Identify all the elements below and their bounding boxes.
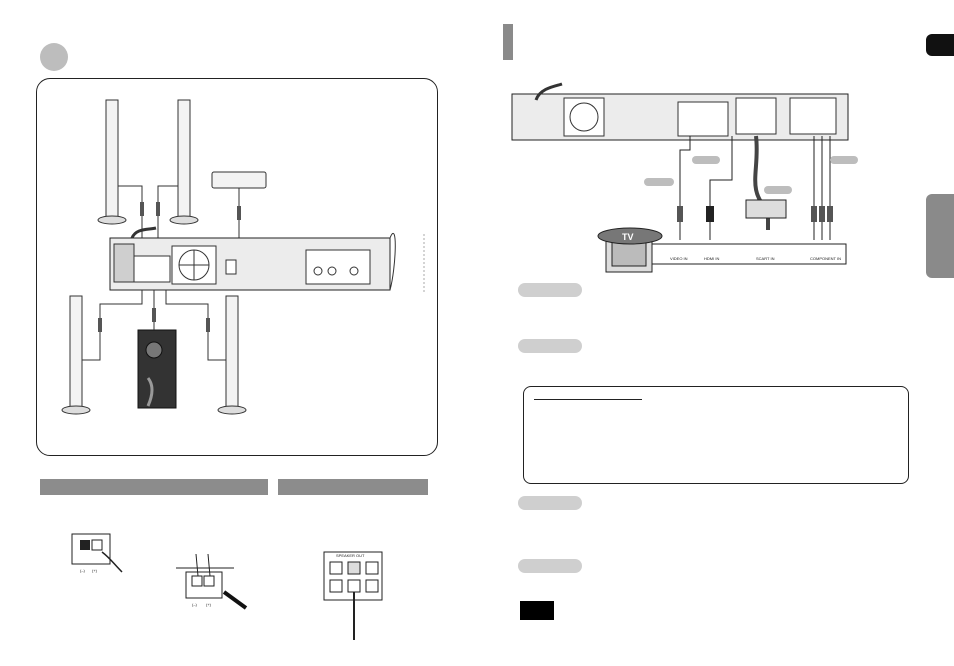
note-badge [520, 601, 554, 620]
speaker-connection-diagram [61, 99, 425, 415]
subwoofer [137, 329, 177, 409]
tv-connection-diagram: VIDEO IN HDMI IN SCART IN COMPONENT IN T… [511, 82, 858, 273]
info-box-heading-rule [534, 399, 642, 400]
info-box [523, 386, 909, 484]
terminal-clip-illustration-2: (–) (+) [176, 553, 248, 610]
section-side-tab [926, 194, 954, 278]
terminal-plus-label: (+) [92, 568, 98, 573]
terminal2-plus-label: (+) [206, 602, 212, 607]
front-right-speaker [169, 99, 199, 225]
tv-label: TV [622, 232, 634, 242]
method-pill-2 [518, 339, 582, 353]
language-tab [926, 34, 954, 56]
step-circle [40, 43, 68, 71]
speaker-connection-panel [36, 78, 438, 456]
tv-input-hdmi: HDMI IN [704, 256, 719, 261]
center-speaker [211, 171, 267, 238]
method-pill-1 [518, 283, 582, 297]
section-bar-left [40, 479, 268, 495]
terminal2-minus-label: (–) [192, 602, 198, 607]
receiver-rear-panel [109, 226, 425, 292]
method-pill-3 [518, 496, 582, 510]
speaker-out-label: SPEAKER OUT [336, 553, 365, 558]
speaker-out-panel-illustration: SPEAKER OUT [323, 551, 383, 640]
surround-left-speaker [61, 295, 91, 415]
tv-set: TV [597, 227, 663, 273]
receiver-rear-panel-right [511, 82, 849, 141]
terminal-minus-label: (–) [80, 568, 86, 573]
front-left-speaker [97, 99, 127, 225]
title-marker [503, 24, 513, 60]
tv-input-scart: SCART IN [756, 256, 775, 261]
terminal-clip-illustration-1: (–) (+) [71, 533, 123, 573]
surround-right-speaker [217, 295, 247, 415]
section-bar-right [278, 479, 428, 495]
tv-input-video: VIDEO IN [670, 256, 688, 261]
method-pill-4 [518, 559, 582, 573]
tv-input-component: COMPONENT IN [810, 256, 841, 261]
